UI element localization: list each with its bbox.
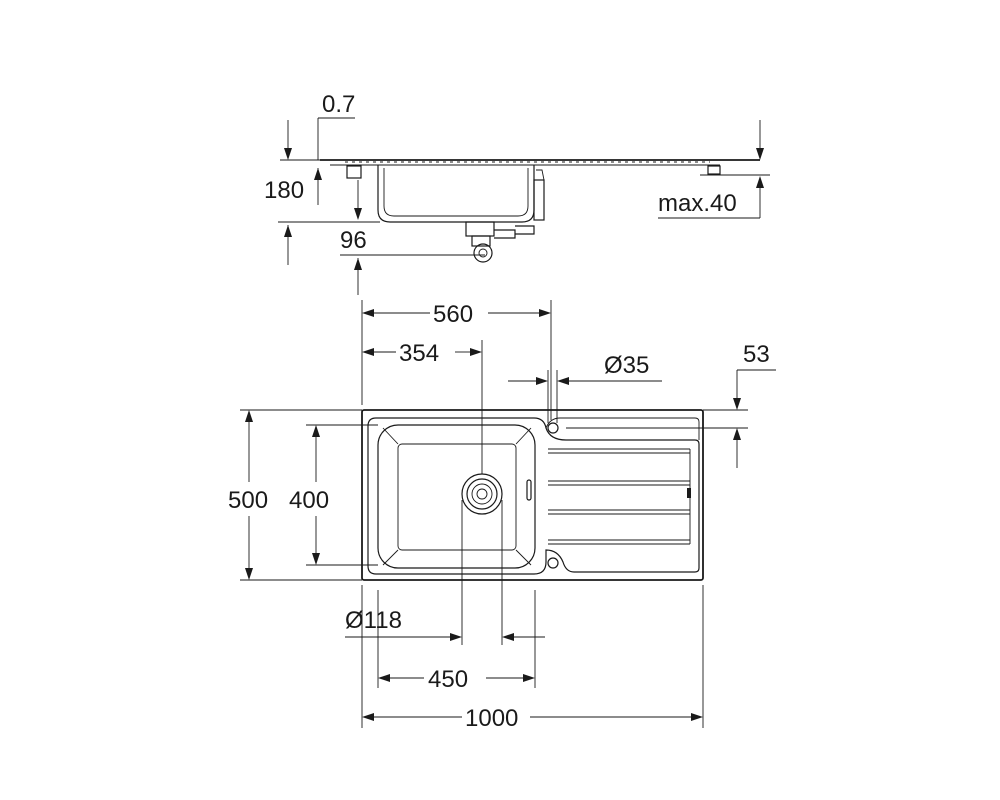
dim-overall-width-label: 1000 (465, 705, 518, 732)
dim-bowl-depth-label: 400 (289, 487, 329, 514)
dim-cabinet-depth-label: max.40 (658, 190, 737, 217)
top-view: 560 354 Ø35 53 500 (228, 300, 776, 732)
dim-overall-depth-label: 500 (228, 487, 268, 514)
dim-drain-diameter-label: Ø118 (345, 607, 402, 634)
dim-tap-inset-label: 53 (743, 341, 770, 368)
dim-bowl-width-label: 450 (428, 666, 468, 693)
side-view: 0.7 180 96 max.40 (264, 91, 770, 295)
dim-drain-center-label: 354 (399, 340, 439, 367)
dim-tap-hole-label: Ø35 (604, 352, 649, 379)
drain-outer (461, 473, 503, 515)
tap-hole (547, 422, 559, 434)
dim-drain-offset-label: 96 (340, 227, 367, 254)
dim-thickness-label: 0.7 (322, 91, 355, 118)
dim-faucet-offset-label: 560 (433, 301, 473, 328)
dim-height-label: 180 (264, 177, 304, 204)
